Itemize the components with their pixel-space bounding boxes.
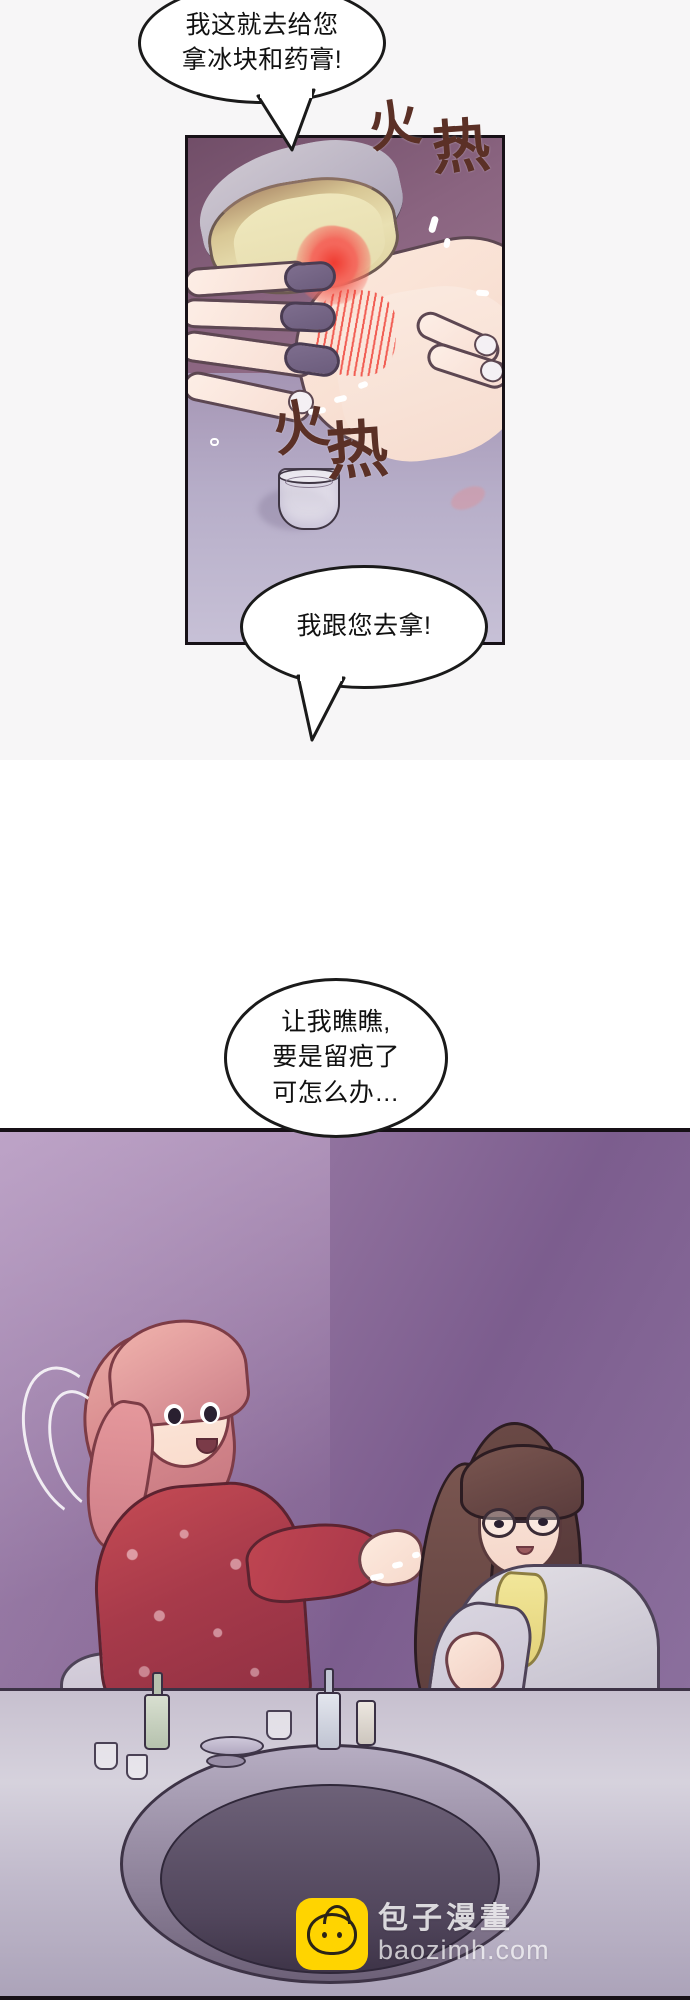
sfx-hot-2-char1: 火	[265, 389, 335, 466]
small-cup-3	[126, 1754, 148, 1780]
speech-bubble-1: 我这就去给您 拿冰块和药膏!	[138, 0, 386, 104]
watermark-text: 包子漫畫 baozimh.com	[378, 1901, 550, 1965]
speech-bubble-2-tail	[296, 672, 346, 742]
bottle-1	[144, 1694, 170, 1750]
comic-panel-2	[0, 1128, 690, 2000]
small-cup-2	[94, 1742, 118, 1770]
glasses-lens-left	[482, 1508, 516, 1538]
sparkle-ring	[210, 438, 219, 446]
girl-a-eye-left	[168, 1408, 181, 1424]
bun-eye-left	[322, 1932, 327, 1938]
girl-b-eye-right	[538, 1518, 548, 1526]
girl-a-mouth	[196, 1438, 218, 1454]
girl-a-eye-right	[204, 1406, 217, 1422]
fingertip-1	[283, 260, 337, 294]
sfx-hot-1-char2: 热	[429, 111, 493, 183]
speech-bubble-2: 我跟您去拿!	[240, 565, 488, 689]
speech-bubble-3: 让我瞧瞧, 要是留疤了 可怎么办…	[224, 978, 448, 1138]
watermark: 包子漫畫 baozimh.com	[296, 1898, 550, 1970]
sfx-hot-1-char1: 火	[363, 91, 425, 161]
watermark-en: baozimh.com	[378, 1934, 550, 1965]
speech-bubble-1-text: 我这就去给您 拿冰块和药膏!	[181, 10, 343, 75]
bun-shape	[307, 1905, 357, 1955]
bottle-3	[356, 1700, 376, 1746]
plate-2	[206, 1754, 246, 1768]
bun-eye-right	[337, 1932, 342, 1938]
girl-b-hair-front	[460, 1444, 584, 1520]
small-cup-1	[266, 1710, 292, 1740]
plate-1	[200, 1736, 264, 1756]
girl-b-eye-left	[494, 1520, 504, 1528]
baozi-bun-logo	[296, 1898, 368, 1970]
sparkle-mark	[475, 289, 490, 297]
watermark-cn: 包子漫畫	[378, 1901, 514, 1937]
glass-inner-ring	[285, 476, 333, 488]
bottle-2-neck	[324, 1668, 334, 1694]
fingertip-2	[279, 301, 337, 333]
speech-bubble-3-text: 让我瞧瞧, 要是留疤了 可怎么办…	[272, 1007, 400, 1107]
glasses-bridge	[515, 1520, 528, 1523]
girl-a-dress-pattern	[94, 1497, 300, 1721]
bottle-1-neck	[152, 1672, 163, 1696]
speech-bubble-2-text: 我跟您去拿!	[296, 612, 432, 641]
bottle-2	[316, 1692, 341, 1750]
speech-bubble-1-tail	[256, 88, 316, 152]
sfx-hot-2-char2: 热	[323, 411, 391, 490]
